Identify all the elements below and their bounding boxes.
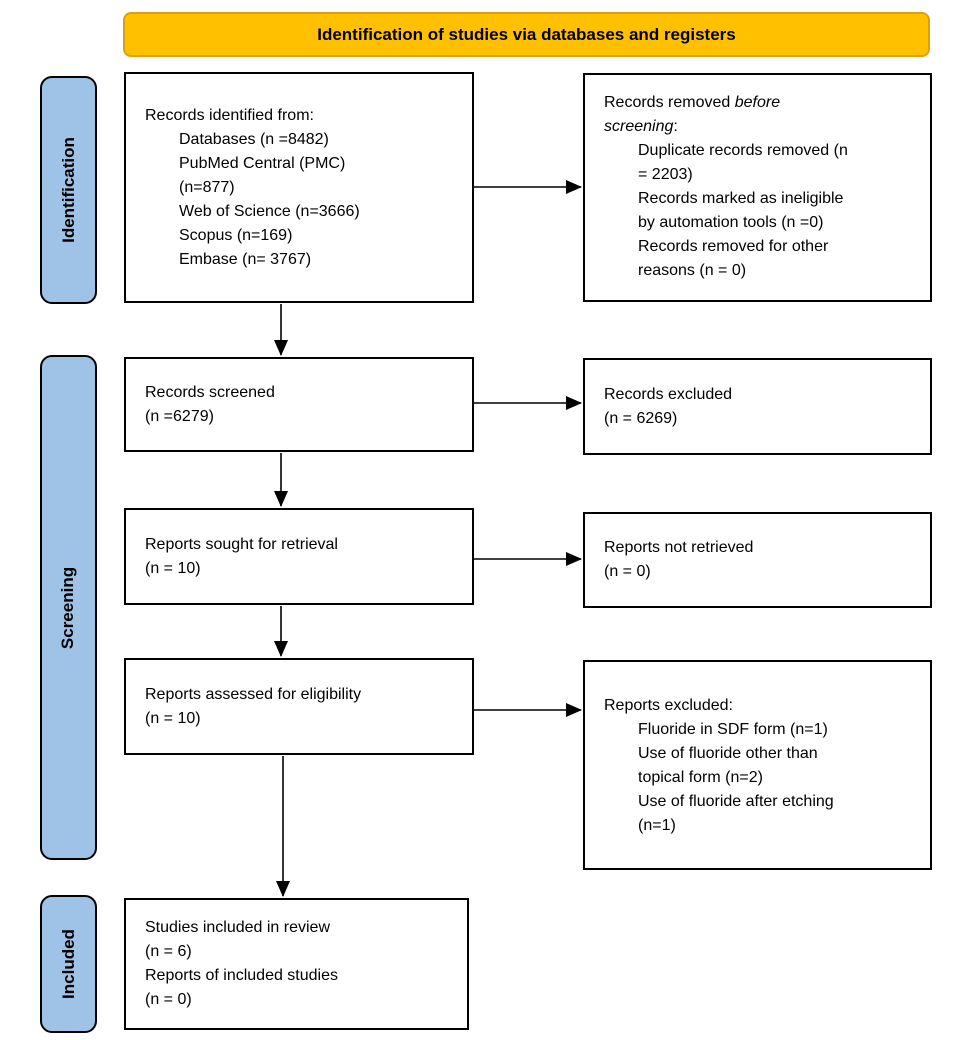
box-text-line: Records identified from: <box>145 107 314 124</box>
phase-label-identification: Identification <box>40 76 97 304</box>
box-text-line: Records screened <box>145 384 275 401</box>
box-text-line: = 2203) <box>638 166 693 183</box>
box-text-line: Studies included in review <box>145 919 330 936</box>
box-text-line: (n =6279) <box>145 408 214 425</box>
box-text-line: reasons (n = 0) <box>638 262 747 279</box>
box-text-line: Duplicate records removed (n <box>638 142 848 159</box>
phase-label-screening: Screening <box>40 355 97 860</box>
box-records-identified: Records identified from: Databases (n =84… <box>124 72 474 303</box>
box-text-line: Reports assessed for eligibility <box>145 686 362 703</box>
box-text-line: Scopus (n=169) <box>179 227 293 244</box>
box-reports-excluded: Reports excluded: Fluoride in SDF form (n… <box>583 660 932 870</box>
box-text-line: Records marked as ineligible <box>638 190 844 207</box>
phase-label-text: Screening <box>58 566 78 649</box>
box-text-line: (n=1) <box>638 817 676 834</box>
phase-label-text: Included <box>58 929 78 999</box>
box-text-line: Databases (n =8482) <box>179 131 329 148</box>
box-reports-sought-for-retrieval: Reports sought for retrieval (n = 10) <box>124 508 474 605</box>
box-studies-included-in-review: Studies included in review (n = 6) Reports… <box>124 898 469 1030</box>
box-text-line: Use of fluoride other than <box>638 745 818 762</box>
box-text-line: topical form (n=2) <box>638 769 763 786</box>
box-text-line: Records excluded <box>604 386 733 403</box>
box-text-line: (n = 10) <box>145 710 201 727</box>
phase-label-text: Identification <box>58 137 78 243</box>
box-text-line: (n = 0) <box>604 563 651 580</box>
box-text-line: Reports sought for retrieval <box>145 536 338 553</box>
box-text-line: Fluoride in SDF form (n=1) <box>638 721 828 738</box>
box-text-line: Embase (n= 3767) <box>179 251 312 268</box>
box-text-line: PubMed Central (PMC) <box>179 155 346 172</box>
box-text-line: (n = 6269) <box>604 410 678 427</box>
box-text-line: (n = 6) <box>145 943 192 960</box>
box-text-line: Use of fluoride after etching <box>638 793 834 810</box>
box-text-line: Reports of included studies <box>145 967 338 984</box>
box-text-line: by automation tools (n =0) <box>638 214 824 231</box>
box-records-removed-before-screening: Records removed before screening: Duplicat… <box>583 73 932 302</box>
box-text-line: (n=877) <box>179 179 235 196</box>
box-text-line: Records removed for other <box>638 238 829 255</box>
phase-label-included: Included <box>40 895 97 1033</box>
flow-header-banner: Identification of studies via databases … <box>123 12 930 57</box>
box-text-line: Reports not retrieved <box>604 539 754 556</box>
box-records-screened: Records screened (n =6279) <box>124 357 474 452</box>
box-text-line: (n = 0) <box>145 991 192 1008</box>
box-reports-assessed-for-eligibility: Reports assessed for eligibility (n = 10) <box>124 658 474 755</box>
box-reports-not-retrieved: Reports not retrieved (n = 0) <box>583 512 932 608</box>
flow-header-title: Identification of studies via databases … <box>317 24 736 44</box>
box-text-line: screening: <box>604 118 678 135</box>
box-text-line: Records removed before <box>604 94 781 111</box>
box-text-line: Reports excluded: <box>604 697 733 714</box>
box-records-excluded: Records excluded (n = 6269) <box>583 358 932 455</box>
box-text-line: Web of Science (n=3666) <box>179 203 360 220</box>
box-text-line: (n = 10) <box>145 560 201 577</box>
